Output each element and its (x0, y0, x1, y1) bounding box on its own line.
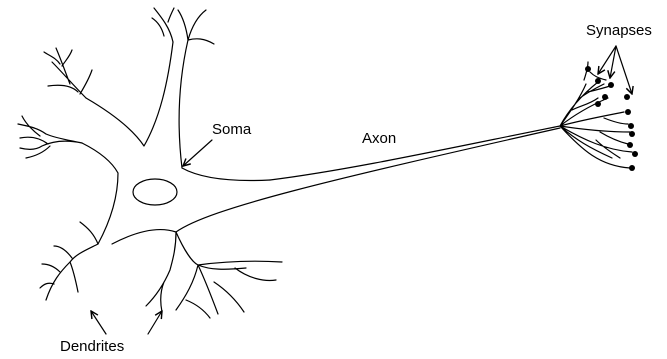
soma-pointer-arrow (183, 140, 212, 166)
synapse-dot (624, 94, 630, 100)
synapse-dot (629, 165, 635, 171)
dendrite-upper-left (44, 48, 92, 98)
cell-body-outline (82, 40, 270, 265)
synapse-dot (608, 82, 614, 88)
synapse-dot (595, 101, 601, 107)
synapse-pointer-arrow-3 (616, 46, 632, 94)
dendrite-lower-right (146, 232, 282, 318)
dendrite-lower-left (40, 222, 98, 300)
synapse-dot (628, 123, 634, 129)
synapse-dot (602, 94, 608, 100)
dendrites-label: Dendrites (60, 339, 124, 354)
synapses-label: Synapses (586, 23, 652, 38)
dendrite-pointer-arrow-2 (148, 311, 162, 334)
dendrite-left (18, 116, 82, 158)
dendrite-pointer-arrow-1 (91, 311, 106, 334)
axon-label: Axon (362, 131, 396, 146)
synapse-dot (625, 109, 631, 115)
synapse-dot (627, 142, 633, 148)
axon-terminal (560, 62, 632, 168)
nucleus (133, 179, 177, 205)
dendrite-top (152, 8, 214, 44)
synapse-dot (632, 151, 638, 157)
synapse-dot (595, 78, 601, 84)
soma-label: Soma (212, 122, 251, 137)
synapse-dot (585, 66, 591, 72)
axon-line-upper (270, 126, 560, 180)
synapse-dot (629, 131, 635, 137)
